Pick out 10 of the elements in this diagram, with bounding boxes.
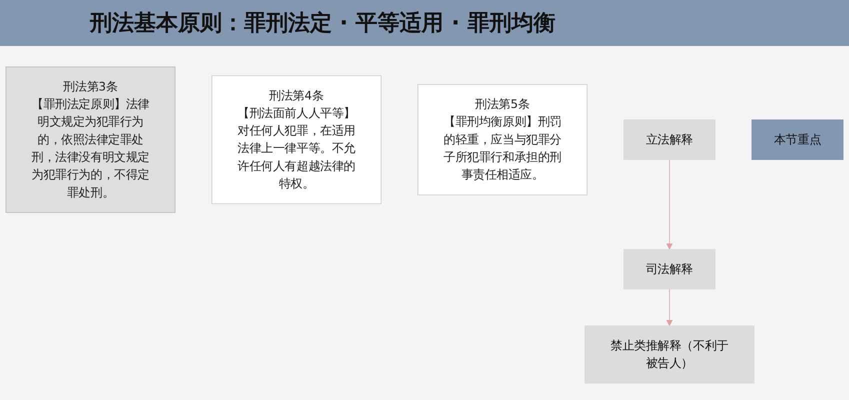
node-box: 刑法第5条 【罪刑均衡原则】刑罚的轻重，应当与犯罪分子所犯罪行和承担的刑事责任相适应。	[418, 84, 588, 196]
node-box: 刑法第4条 【刑法面前人人平等】对任何人犯罪，在适用法律上一律平等。不允许任何人有超越法律的特权。	[212, 75, 382, 204]
node-box: 立法解释	[624, 119, 716, 160]
arrow	[666, 288, 673, 326]
node-box: 刑法第3条 【罪刑法定原则】法律明文规定为犯罪行为的，依照法律定罪处刑，法律没有明文规定为犯罪行为的，不得定罪处刑。	[6, 66, 176, 213]
title-banner: 刑法基本原则：罪刑法定 · 平等适用 · 罪刑均衡	[0, 0, 849, 46]
node-box: 司法解释	[624, 248, 716, 290]
node-box: 本节重点	[752, 119, 844, 160]
arrow	[666, 159, 673, 250]
node-box: 禁止类推解释（不利于被告人）	[584, 325, 754, 384]
